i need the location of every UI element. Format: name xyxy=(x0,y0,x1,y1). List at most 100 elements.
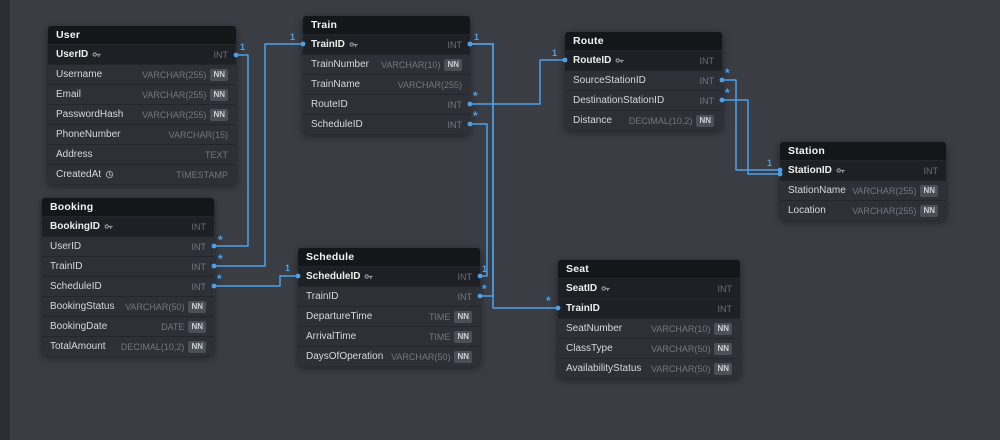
field-type: VARCHAR(255) xyxy=(142,89,207,100)
table-header-train[interactable]: Train xyxy=(303,16,470,34)
field-type: INT xyxy=(191,241,207,252)
field-type: INT xyxy=(457,291,473,302)
field-name: Email xyxy=(56,89,82,100)
table-header-schedule[interactable]: Schedule xyxy=(298,248,480,266)
table-header-seat[interactable]: Seat xyxy=(558,260,740,278)
table-header-booking[interactable]: Booking xyxy=(42,198,214,216)
field-name: SeatNumber xyxy=(566,323,623,334)
not-null-badge: NN xyxy=(210,108,228,121)
not-null-badge: NN xyxy=(188,300,206,313)
field-type: INT xyxy=(699,95,715,106)
relationship-line xyxy=(722,99,780,175)
table-header-station[interactable]: Station xyxy=(780,142,946,160)
field-name: RouteID xyxy=(573,55,625,66)
not-null-badge: NN xyxy=(920,184,938,197)
field-type: VARCHAR(255) xyxy=(397,79,462,90)
field-type: DECIMAL(10,2) xyxy=(628,115,693,126)
field-type: INT xyxy=(923,165,939,176)
cardinality-label: * xyxy=(482,282,487,296)
field-type: VARCHAR(50) xyxy=(651,343,711,354)
primary-key-icon xyxy=(92,52,101,58)
field-name: TrainID xyxy=(306,291,339,302)
cardinality-label: 1 xyxy=(285,263,290,273)
cardinality-label: 1 xyxy=(290,32,295,42)
field-type: TIME xyxy=(428,331,451,342)
field-type: INT xyxy=(717,303,733,314)
not-null-badge: NN xyxy=(714,362,732,375)
field-type: VARCHAR(255) xyxy=(142,69,207,80)
field-type: TIMESTAMP xyxy=(176,169,228,180)
relationship-line xyxy=(470,43,558,309)
table-header-user[interactable]: User xyxy=(48,26,236,44)
field-type: VARCHAR(255) xyxy=(852,205,917,216)
field-name: ScheduleID xyxy=(306,271,374,282)
field-type: INT xyxy=(447,119,463,130)
field-type: INT xyxy=(191,261,207,272)
field-name: BookingDate xyxy=(50,321,108,332)
not-null-badge: NN xyxy=(454,350,472,363)
field-train-routeid[interactable]: RouteID INT xyxy=(303,94,470,114)
not-null-badge: NN xyxy=(714,322,732,335)
field-booking-bookingstatus[interactable]: BookingStatus VARCHAR(50)NN xyxy=(42,296,214,316)
field-schedule-scheduleid[interactable]: ScheduleID INT xyxy=(298,266,480,286)
field-type: VARCHAR(255) xyxy=(142,109,207,120)
field-type: VARCHAR(50) xyxy=(391,351,451,362)
field-train-trainname[interactable]: TrainName VARCHAR(255) xyxy=(303,74,470,94)
field-type: VARCHAR(50) xyxy=(125,301,185,312)
field-name: ArrivalTime xyxy=(306,331,357,342)
field-schedule-trainid[interactable]: TrainID INT xyxy=(298,286,480,306)
field-type: INT xyxy=(717,283,733,294)
field-type: INT xyxy=(447,99,463,110)
field-name: TrainName xyxy=(311,79,361,90)
field-name: Address xyxy=(56,149,93,160)
field-type: TIME xyxy=(428,311,451,322)
field-type: INT xyxy=(699,75,715,86)
field-name: RouteID xyxy=(311,99,348,110)
primary-key-icon xyxy=(615,58,625,64)
primary-key-icon xyxy=(836,168,845,174)
table-header-route[interactable]: Route xyxy=(565,32,722,50)
field-type: INT xyxy=(457,271,473,282)
field-name: BookingStatus xyxy=(50,301,115,312)
field-type: VARCHAR(10) xyxy=(381,59,441,70)
field-type: VARCHAR(15) xyxy=(168,129,228,140)
